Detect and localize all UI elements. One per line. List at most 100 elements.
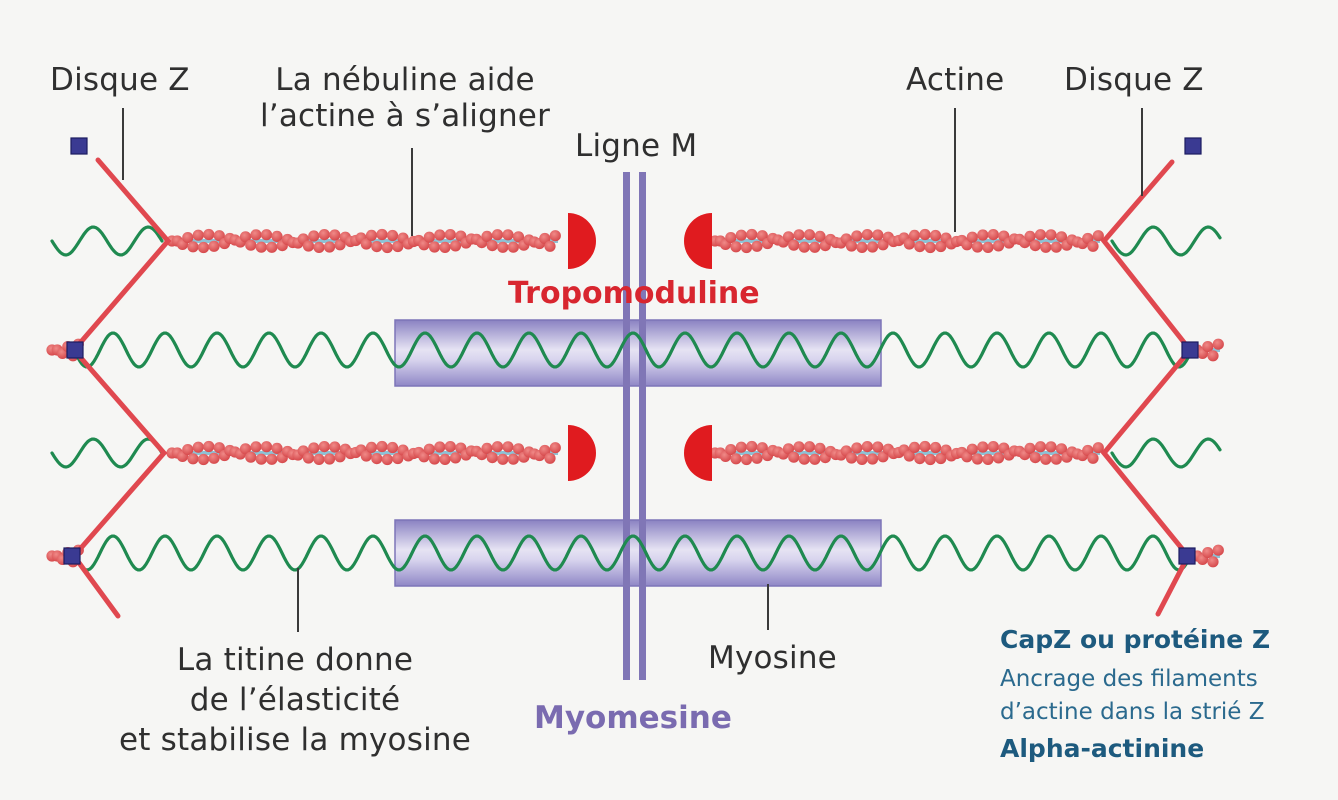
actin-bead bbox=[798, 241, 810, 253]
actin-bead bbox=[486, 452, 498, 464]
actin-bead bbox=[302, 452, 315, 464]
actin-bead bbox=[735, 441, 747, 453]
actine-label: Actine bbox=[906, 62, 1005, 98]
actin-bead bbox=[313, 453, 325, 465]
z-disc-right bbox=[1100, 159, 1194, 617]
titine-label-line1: La titine donne bbox=[176, 642, 414, 678]
actin-bead bbox=[977, 441, 989, 453]
actin-bead bbox=[1045, 229, 1057, 241]
nebuline-label-line1: La nébuline aide bbox=[275, 62, 535, 98]
actin-bead bbox=[746, 228, 758, 241]
actin-bead bbox=[386, 441, 399, 454]
actin-bead bbox=[814, 442, 826, 454]
actin-bead bbox=[929, 229, 942, 242]
actin-bead bbox=[203, 228, 215, 241]
actin-bead bbox=[512, 231, 525, 243]
actin-bead bbox=[512, 443, 525, 455]
actin-bead bbox=[845, 240, 858, 252]
actin-bead bbox=[187, 453, 199, 465]
actin-bead bbox=[423, 443, 435, 455]
actin-bead bbox=[323, 241, 336, 253]
disque-z-right-label: Disque Z bbox=[1064, 62, 1204, 98]
actin-bead bbox=[329, 441, 341, 453]
actin-bead bbox=[782, 231, 795, 243]
capz-square-row4-right bbox=[1178, 547, 1196, 565]
actin-bead bbox=[549, 442, 561, 454]
nebuline-label: La nébuline aide l’actine à s’aligner bbox=[240, 62, 570, 134]
actin-bead bbox=[549, 230, 561, 242]
titin-end-row3-right bbox=[1110, 437, 1222, 469]
actin-bead bbox=[544, 452, 556, 464]
actin-bead bbox=[308, 442, 320, 454]
actin-bead bbox=[439, 453, 451, 465]
actin-bead bbox=[449, 240, 462, 252]
actin-bead bbox=[851, 230, 863, 242]
actin-filament-row3-left bbox=[166, 440, 561, 466]
actin-bead bbox=[245, 451, 257, 463]
tropomodulin-cap-row1-right bbox=[684, 213, 712, 269]
actin-bead bbox=[982, 453, 994, 465]
actin-bead bbox=[318, 441, 330, 453]
actin-bead bbox=[255, 241, 267, 253]
m-line-bar-right bbox=[639, 172, 646, 680]
actin-bead bbox=[1202, 547, 1214, 559]
capz-square-top-right bbox=[1184, 137, 1202, 155]
myosin-filament-upper bbox=[394, 319, 882, 387]
actin-bead bbox=[966, 231, 978, 243]
actin-bead bbox=[250, 441, 262, 453]
myosin-filament-lower bbox=[394, 519, 882, 587]
actin-bead bbox=[1050, 453, 1062, 465]
actin-bead bbox=[260, 229, 273, 241]
actin-bead bbox=[919, 228, 931, 241]
actin-bead bbox=[323, 453, 336, 465]
actin-bead bbox=[444, 441, 456, 453]
actin-bead bbox=[313, 241, 325, 253]
actin-bead bbox=[1087, 452, 1099, 464]
actin-bead bbox=[1029, 452, 1041, 464]
actin-bead bbox=[502, 229, 514, 241]
actin-bead bbox=[239, 231, 252, 243]
capz-square-top-left bbox=[70, 137, 88, 155]
actin-filament-row3-right bbox=[709, 440, 1104, 466]
actin-bead bbox=[182, 444, 194, 456]
actin-bead bbox=[866, 453, 879, 465]
actin-bead bbox=[192, 229, 204, 241]
actin-bead bbox=[908, 229, 921, 241]
actin-bead bbox=[1055, 443, 1068, 455]
actin-filament-row1-left bbox=[166, 228, 561, 254]
actin-bead bbox=[987, 229, 999, 241]
titin-end-row1-left bbox=[50, 225, 164, 257]
capz-square-row2-left bbox=[66, 341, 84, 359]
actin-bead bbox=[1024, 230, 1036, 242]
actin-bead bbox=[803, 229, 816, 241]
capz-square-row4-left bbox=[63, 547, 81, 565]
actin-bead bbox=[239, 443, 252, 455]
actin-bead bbox=[439, 241, 451, 253]
titin-strand-row2 bbox=[72, 331, 1192, 369]
actin-bead bbox=[1212, 544, 1224, 556]
actin-bead bbox=[725, 232, 737, 244]
actin-bead bbox=[1202, 341, 1214, 353]
actin-bead bbox=[250, 229, 262, 241]
actin-bead bbox=[814, 230, 826, 242]
actin-bead bbox=[977, 229, 989, 241]
actin-bead bbox=[386, 229, 399, 242]
actin-bead bbox=[271, 442, 283, 454]
actin-bead bbox=[507, 241, 519, 253]
actin-bead bbox=[971, 241, 984, 253]
z-disc-left bbox=[70, 157, 172, 619]
actin-bead bbox=[491, 229, 504, 241]
actin-bead bbox=[803, 441, 816, 453]
actin-bead bbox=[908, 441, 921, 453]
tropomoduline-label: Tropomoduline bbox=[508, 276, 760, 311]
actin-bead bbox=[434, 229, 446, 241]
actin-bead bbox=[266, 241, 278, 253]
actin-bead bbox=[861, 441, 873, 453]
actin-bead bbox=[798, 453, 810, 465]
actin-bead bbox=[371, 453, 383, 465]
actin-bead bbox=[851, 442, 863, 454]
actin-bead bbox=[376, 440, 388, 453]
actin-bead bbox=[845, 452, 858, 464]
actin-bead bbox=[428, 241, 441, 253]
